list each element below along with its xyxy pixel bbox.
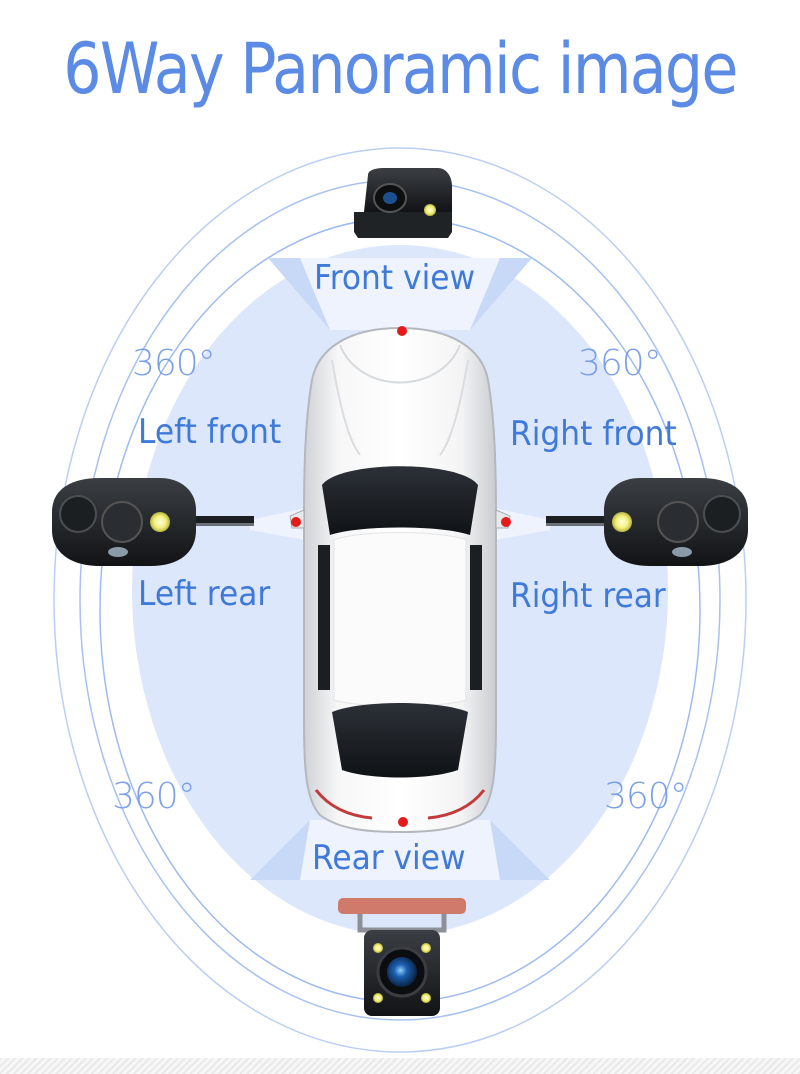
rear-marker bbox=[398, 817, 408, 827]
page-title: 6Way Panoramic image bbox=[63, 28, 738, 110]
front-marker bbox=[397, 326, 407, 336]
car-icon bbox=[289, 326, 511, 834]
left-rear-label: Left rear bbox=[138, 574, 271, 614]
coverage-ring-outer bbox=[53, 147, 747, 1053]
degree-label-top-right: 360° bbox=[578, 343, 662, 384]
left-mirror-camera-icon bbox=[52, 478, 254, 566]
degree-label-bottom-left: 360° bbox=[112, 776, 196, 817]
front-view-label: Front view bbox=[314, 258, 476, 298]
rear-view-label: Rear view bbox=[312, 838, 466, 878]
front-camera-icon bbox=[354, 168, 452, 238]
right-front-label: Right front bbox=[510, 414, 677, 454]
left-marker bbox=[291, 517, 301, 527]
degree-label-bottom-right: 360° bbox=[604, 776, 688, 817]
degree-label-top-left: 360° bbox=[132, 343, 216, 384]
right-mirror-camera-icon bbox=[546, 478, 748, 566]
footer-divider bbox=[0, 1058, 800, 1074]
left-front-label: Left front bbox=[138, 412, 282, 452]
right-rear-label: Right rear bbox=[510, 576, 666, 616]
right-marker bbox=[501, 517, 511, 527]
rear-camera-icon bbox=[338, 898, 466, 1016]
